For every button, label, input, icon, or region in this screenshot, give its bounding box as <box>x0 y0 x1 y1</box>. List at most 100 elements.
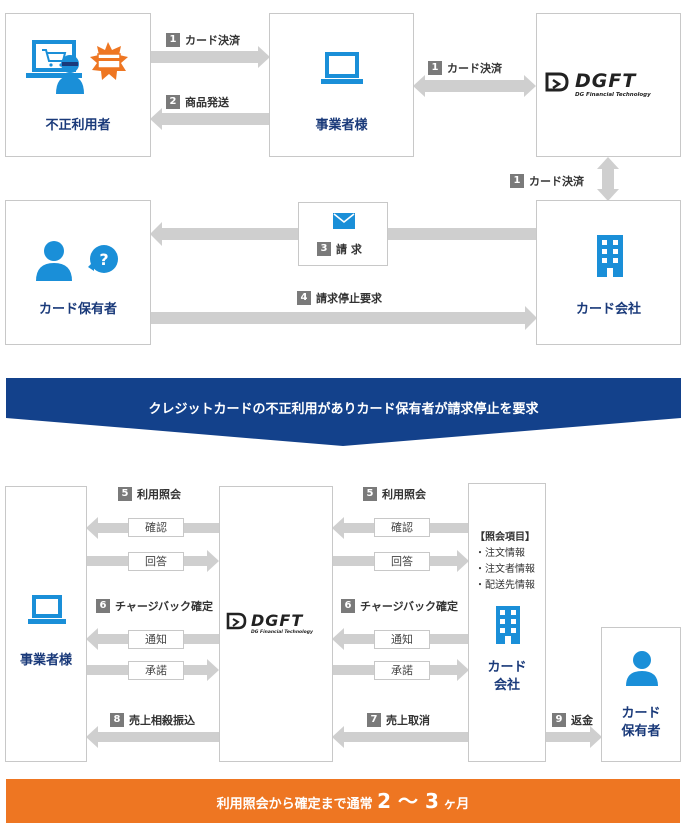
step-label: チャージバック確定 <box>115 600 214 613</box>
svg-text:?: ? <box>99 250 108 269</box>
notify-tag-left: 通知 <box>128 630 184 649</box>
step-number: 6 <box>341 599 355 613</box>
card-holder-question-icon: ? <box>36 241 118 281</box>
step-6-chargeback-left: 6 チャージバック確定 <box>96 598 213 614</box>
dgft-mark-icon <box>545 72 569 92</box>
step-label: チャージバック確定 <box>360 600 459 613</box>
inquiry-title: 【照会項目】 <box>475 532 535 543</box>
dgft-logo-sub: DG Financial Technology <box>251 630 313 635</box>
laptop-icon <box>321 52 363 84</box>
step-8-offset-transfer: 8 売上相殺振込 <box>110 712 195 728</box>
accept-tag-left: 承諾 <box>128 661 184 680</box>
step-label: カード決済 <box>185 34 240 47</box>
dgft-box: DGFT DG Financial Technology <box>536 13 681 157</box>
step-label: 請 求 <box>336 243 362 256</box>
step-label: カード決済 <box>529 175 584 188</box>
card-company-bottom-label-2: 会社 <box>493 678 520 693</box>
step-number: 4 <box>297 291 311 305</box>
merchant-box: 事業者様 <box>269 13 414 157</box>
billing-box: 3 請 求 <box>298 202 388 266</box>
step-3-billing: 3 請 求 <box>317 241 362 257</box>
dgft-mark-icon <box>226 612 247 630</box>
fraud-user-icon <box>26 40 128 94</box>
dgft-logo-sub: DG Financial Technology <box>575 92 651 98</box>
inquiry-item: ・配送先情報 <box>475 580 535 591</box>
step-label: 請求停止要求 <box>316 292 382 305</box>
card-holder-bottom-label-1: カード <box>621 706 661 721</box>
dgft-box-bottom: DGFT DG Financial Technology <box>219 486 333 762</box>
card-holder-box-bottom: カード 保有者 <box>601 627 681 762</box>
card-holder-box: ? カード保有者 <box>5 200 151 345</box>
footer-text-pre: 利用照会から確定まで通常 <box>216 797 378 812</box>
middle-banner: クレジットカードの不正利用がありカード保有者が請求停止を要求 <box>0 378 687 446</box>
arrow-merchant-to-fraud <box>150 108 270 130</box>
step-number: 1 <box>166 33 180 47</box>
footer-text-post: ヶ月 <box>438 797 470 812</box>
arrow-stop-request <box>150 306 537 330</box>
step-number: 5 <box>363 487 377 501</box>
merchant-bottom-label: 事業者様 <box>19 653 72 668</box>
step-2-shipping: 2 商品発送 <box>166 94 229 110</box>
dgft-logo: DGFT DG Financial Technology <box>545 70 675 106</box>
accept-tag-right: 承諾 <box>374 661 430 680</box>
footer-text-big: 2 〜 3 <box>377 789 439 813</box>
dgft-logo-text: DGFT <box>251 611 304 630</box>
step-label: 利用照会 <box>137 488 181 501</box>
step-label: 売上相殺振込 <box>129 714 195 727</box>
arrow-dgft-cardco <box>597 157 619 201</box>
merchant-label: 事業者様 <box>315 118 368 133</box>
dgft-logo-bottom: DGFT DG Financial Technology <box>226 611 330 641</box>
arrow-fraud-to-merchant <box>150 46 270 68</box>
step-6-chargeback-right: 6 チャージバック確定 <box>341 598 458 614</box>
fraud-user-label: 不正利用者 <box>45 118 111 133</box>
step-1-card-payment-b: 1 カード決済 <box>428 60 502 76</box>
top-arrows <box>150 46 619 330</box>
footer-banner: 利用照会から確定まで通常 2 〜 3 ヶ月 <box>6 779 680 823</box>
step-9-refund: 9 返金 <box>552 712 593 728</box>
middle-banner-text: クレジットカードの不正利用がありカード保有者が請求停止を要求 <box>148 402 539 417</box>
arrow-merchant-dgft <box>413 75 536 97</box>
laptop-icon <box>28 595 66 624</box>
step-1-card-payment-a: 1 カード決済 <box>166 32 240 48</box>
step-label: 返金 <box>571 714 593 727</box>
step-number: 1 <box>510 174 524 188</box>
step-label: カード決済 <box>447 62 502 75</box>
step-number: 7 <box>367 713 381 727</box>
fraud-user-box: 不正利用者 <box>5 13 151 157</box>
envelope-icon <box>333 213 355 229</box>
answer-tag-left: 回答 <box>128 552 184 571</box>
building-icon <box>496 606 520 644</box>
person-icon <box>626 651 658 686</box>
card-company-bottom-label-1: カード <box>487 660 527 675</box>
inquiry-item: ・注文者情報 <box>475 564 535 575</box>
confirm-tag-left: 確認 <box>128 518 184 537</box>
step-number: 2 <box>166 95 180 109</box>
card-company-box-bottom: 【照会項目】 ・注文情報 ・注文者情報 ・配送先情報 カード 会社 <box>468 483 546 762</box>
card-company-label: カード会社 <box>575 302 641 317</box>
step-number: 3 <box>317 242 331 256</box>
step-7-sales-cancel: 7 売上取消 <box>367 712 430 728</box>
step-number: 5 <box>118 487 132 501</box>
step-number: 1 <box>428 61 442 75</box>
card-holder-bottom-label-2: 保有者 <box>621 724 661 739</box>
step-4-stop-request: 4 請求停止要求 <box>297 290 382 306</box>
building-icon <box>597 235 623 277</box>
step-label: 商品発送 <box>185 96 229 109</box>
step-number: 6 <box>96 599 110 613</box>
answer-tag-right: 回答 <box>374 552 430 571</box>
step-label: 利用照会 <box>382 488 426 501</box>
notify-tag-right: 通知 <box>374 630 430 649</box>
step-number: 8 <box>110 713 124 727</box>
inquiry-item: ・注文情報 <box>475 548 525 559</box>
card-holder-label: カード保有者 <box>38 302 117 317</box>
banner-shape <box>6 378 681 446</box>
step-number: 9 <box>552 713 566 727</box>
step-1-card-payment-c: 1 カード決済 <box>510 173 584 189</box>
dgft-logo-text: DGFT <box>575 70 637 92</box>
step-label: 売上取消 <box>386 714 430 727</box>
card-company-box: カード会社 <box>536 200 681 345</box>
step-5-inquiry-left: 5 利用照会 <box>118 486 181 502</box>
confirm-tag-right: 確認 <box>374 518 430 537</box>
merchant-box-bottom: 事業者様 <box>5 486 87 762</box>
step-5-inquiry-right: 5 利用照会 <box>363 486 426 502</box>
